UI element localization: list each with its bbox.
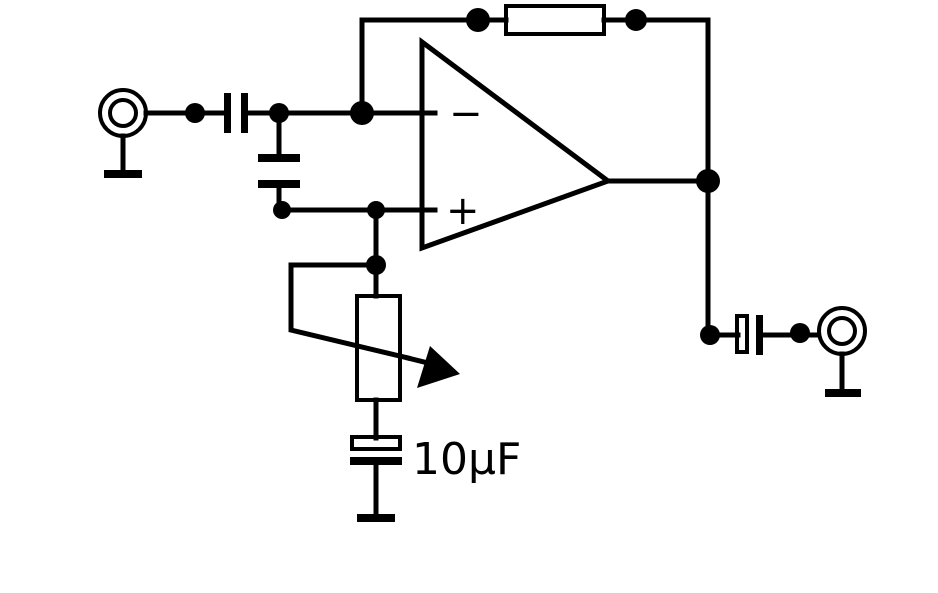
inverting-input-symbol: − [449, 91, 483, 137]
junction-dot [625, 9, 647, 31]
junction-dot [273, 201, 291, 219]
junction-dot [185, 103, 205, 123]
input-connector [98, 88, 148, 178]
input-coupling-capacitor [224, 93, 248, 133]
potentiometer-branch [288, 207, 460, 388]
noninverting-input-symbol: + [446, 188, 480, 234]
feedback-loop [359, 17, 711, 338]
feedback-resistor [504, 4, 606, 36]
opamp: − + [419, 37, 614, 252]
junction-dot [366, 255, 386, 275]
capacitor-value-label: 10μF [412, 434, 521, 485]
junction-dot [269, 103, 289, 123]
junction-dot [350, 101, 374, 125]
bypass-capacitor [350, 397, 402, 522]
junction-dot [700, 325, 720, 345]
junction-dot [790, 323, 810, 343]
junction-dot [466, 8, 490, 32]
output-coupling-capacitor [735, 314, 763, 355]
output-connector [817, 306, 867, 397]
input-shunt-capacitor [258, 110, 300, 213]
junction-dots [185, 8, 810, 345]
junction-dot [696, 169, 720, 193]
junction-dot [367, 201, 385, 219]
